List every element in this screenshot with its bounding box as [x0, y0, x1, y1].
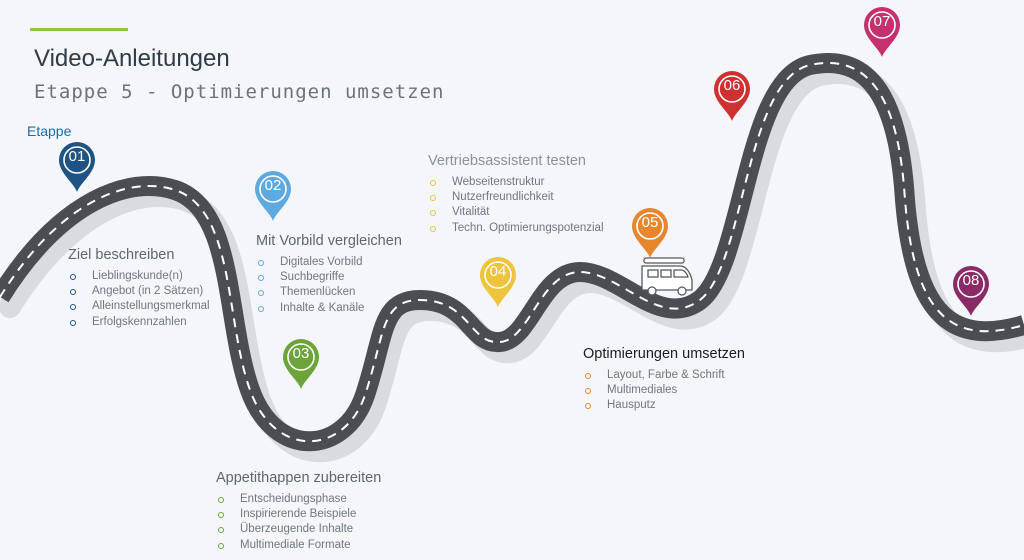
stage-02-block: Mit Vorbild vergleichen Digitales Vorbil… [256, 233, 402, 316]
stage-08-pin: 08 [951, 265, 991, 317]
etappe-label: Etappe [27, 123, 72, 139]
stage-item: Inspirierende Beispiele [216, 507, 381, 522]
stage-item: Vitalität [428, 205, 604, 220]
stage-heading: Vertriebsassistent testen [428, 153, 586, 169]
stage-04-block: Vertriebsassistent testen Webseitenstruk… [428, 153, 604, 236]
stage-01-pin: 01 [57, 141, 97, 193]
stage-number: 07 [873, 13, 891, 30]
stage-item: Überzeugende Inhalte [216, 522, 381, 537]
stage-number: 03 [292, 345, 310, 362]
stage-item: Hausputz [583, 398, 745, 413]
accent-line [30, 28, 128, 31]
stage-number: 04 [489, 263, 507, 280]
stage-number: 06 [723, 77, 741, 94]
stage-item: Multimediales [583, 383, 745, 398]
stage-01-block: Ziel beschreiben Lieblingskunde(n) Angeb… [68, 247, 210, 330]
stage-05-block: Optimierungen umsetzen Layout, Farbe & S… [583, 346, 745, 414]
stage-06-pin: 06 [712, 70, 752, 122]
stage-item: Entscheidungsphase [216, 492, 381, 507]
stage-number: 08 [962, 272, 980, 289]
stage-02-pin: 02 [253, 170, 293, 222]
camper-van-icon [641, 257, 693, 296]
stage-item: Layout, Farbe & Schrift [583, 368, 745, 383]
stage-heading: Ziel beschreiben [68, 247, 175, 263]
stage-number: 05 [641, 214, 659, 231]
stage-03-pin: 03 [281, 338, 321, 390]
stage-item: Nutzerfreundlichkeit [428, 190, 604, 205]
stage-item: Inhalte & Kanäle [256, 301, 402, 316]
stage-item: Angebot (in 2 Sätzen) [68, 284, 210, 299]
stage-item: Webseitenstruktur [428, 175, 604, 190]
stage-item: Multimediale Formate [216, 538, 381, 553]
stage-04-pin: 04 [478, 256, 518, 308]
stage-number: 02 [264, 177, 282, 194]
stage-item: Techn. Optimierungspotenzial [428, 221, 604, 236]
stage-05-pin: 05 [630, 207, 670, 259]
stage-heading: Appetithappen zubereiten [216, 470, 382, 486]
stage-item: Digitales Vorbild [256, 255, 402, 270]
stage-03-block: Appetithappen zubereiten Entscheidungsph… [216, 470, 381, 553]
stage-07-pin: 07 [862, 6, 902, 58]
stage-item: Themenlücken [256, 285, 402, 300]
page-title: Video-Anleitungen [34, 45, 230, 72]
stage-heading: Mit Vorbild vergleichen [256, 233, 402, 249]
stage-heading: Optimierungen umsetzen [583, 346, 745, 362]
stage-item: Lieblingskunde(n) [68, 269, 210, 284]
stage-item: Alleinstellungsmerkmal [68, 299, 210, 314]
stage-number: 01 [68, 148, 86, 165]
stage-item: Erfolgskennzahlen [68, 315, 210, 330]
stage-item: Suchbegriffe [256, 270, 402, 285]
page-subtitle: Etappe 5 - Optimierungen umsetzen [34, 81, 445, 103]
